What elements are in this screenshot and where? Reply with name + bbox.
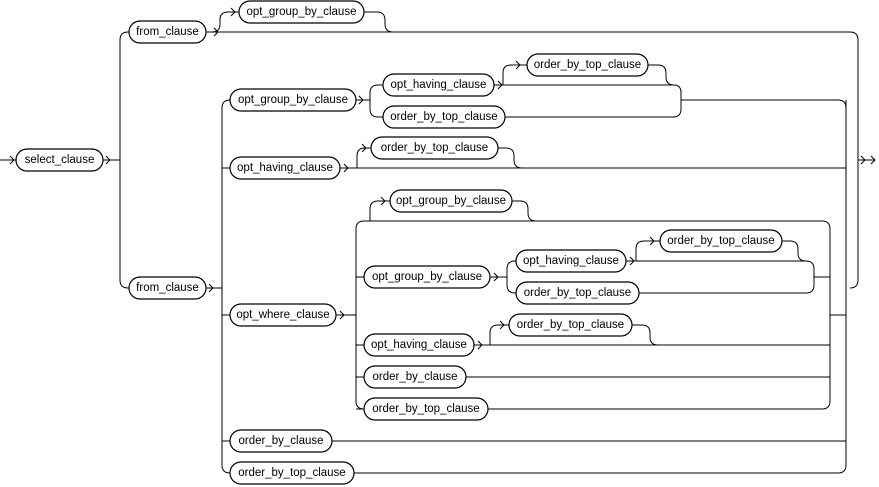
order-by-clause-node-e: order_by_clause — [363, 365, 467, 389]
svg-text:opt_group_by_clause: opt_group_by_clause — [238, 94, 348, 106]
arrow-marks — [9, 7, 876, 350]
svg-text:opt_having_clause: opt_having_clause — [371, 339, 467, 351]
svg-text:opt_group_by_clause: opt_group_by_clause — [372, 271, 482, 283]
order-by-top-clause-node-b: order_by_top_clause — [370, 136, 499, 160]
from-clause-node-bottom: from_clause — [128, 276, 207, 300]
order-by-top-clause-node-h: order_by_top_clause — [229, 461, 355, 485]
svg-text:from_clause: from_clause — [136, 26, 199, 38]
svg-text:order_by_top_clause: order_by_top_clause — [372, 403, 479, 415]
opt-having-clause-node-d: opt_having_clause — [363, 333, 475, 357]
opt-having-clause-node-a1: opt_having_clause — [382, 73, 495, 97]
svg-text:order_by_top_clause: order_by_top_clause — [517, 319, 624, 331]
opt-having-clause-node-c1: opt_having_clause — [515, 249, 627, 273]
svg-text:order_by_top_clause: order_by_top_clause — [524, 287, 631, 299]
svg-text:order_by_clause: order_by_clause — [372, 371, 457, 383]
order-by-clause-node-g: order_by_clause — [229, 429, 333, 453]
from-clause-node-top: from_clause — [128, 20, 207, 44]
order-by-top-clause-node-c2: order_by_top_clause — [515, 281, 640, 305]
svg-text:order_by_top_clause: order_by_top_clause — [238, 467, 345, 479]
svg-text:opt_group_by_clause: opt_group_by_clause — [247, 6, 357, 18]
order-by-top-clause-node-d: order_by_top_clause — [508, 313, 633, 337]
svg-text:order_by_top_clause: order_by_top_clause — [381, 142, 488, 154]
opt-group-by-clause-node-c0: opt_group_by_clause — [389, 189, 513, 213]
svg-text:opt_having_clause: opt_having_clause — [237, 162, 333, 174]
svg-text:opt_having_clause: opt_having_clause — [523, 255, 619, 267]
svg-text:order_by_top_clause: order_by_top_clause — [667, 235, 774, 247]
opt-group-by-clause-node-a: opt_group_by_clause — [229, 88, 357, 112]
opt-group-by-clause-node-top: opt_group_by_clause — [238, 0, 365, 24]
opt-where-clause-node: opt_where_clause — [229, 303, 337, 327]
svg-text:opt_having_clause: opt_having_clause — [391, 79, 487, 91]
svg-text:from_clause: from_clause — [136, 282, 199, 294]
order-by-top-clause-node-a2: order_by_top_clause — [382, 105, 506, 129]
connector-lines — [0, 11, 875, 474]
opt-having-clause-node-b: opt_having_clause — [229, 156, 341, 180]
opt-group-by-clause-node-c: opt_group_by_clause — [363, 265, 491, 289]
svg-text:opt_where_clause: opt_where_clause — [236, 309, 329, 321]
svg-text:order_by_top_clause: order_by_top_clause — [390, 111, 497, 123]
select-clause-node: select_clause — [15, 148, 104, 172]
svg-text:order_by_clause: order_by_clause — [238, 435, 323, 447]
svg-text:opt_group_by_clause: opt_group_by_clause — [396, 195, 506, 207]
order-by-top-clause-node-f: order_by_top_clause — [363, 397, 489, 421]
order-by-top-clause-node-a1: order_by_top_clause — [526, 53, 649, 77]
order-by-top-clause-node-c1: order_by_top_clause — [659, 229, 783, 253]
svg-text:order_by_top_clause: order_by_top_clause — [534, 59, 641, 71]
svg-text:select_clause: select_clause — [25, 154, 95, 166]
